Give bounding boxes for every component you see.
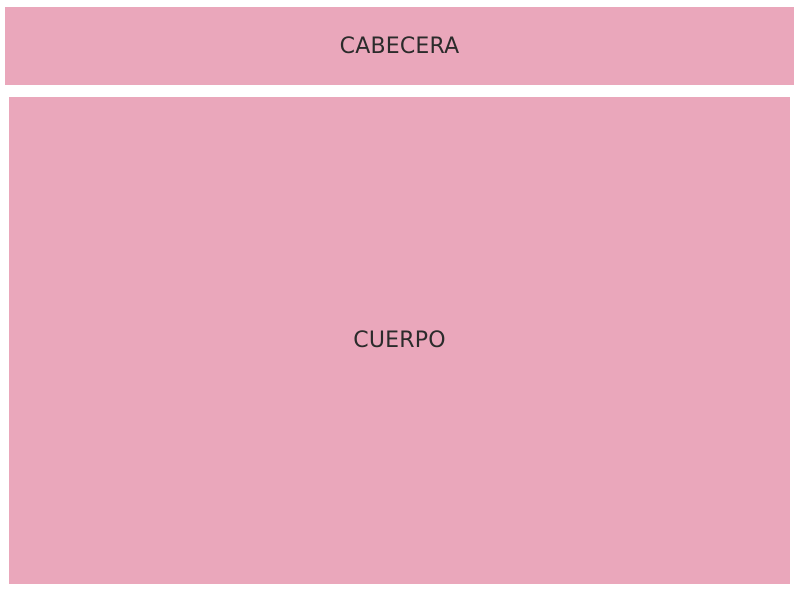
header-label: CABECERA — [339, 33, 460, 59]
header-section: CABECERA — [5, 7, 794, 85]
body-label: CUERPO — [353, 328, 446, 353]
body-section: CUERPO — [9, 97, 790, 584]
